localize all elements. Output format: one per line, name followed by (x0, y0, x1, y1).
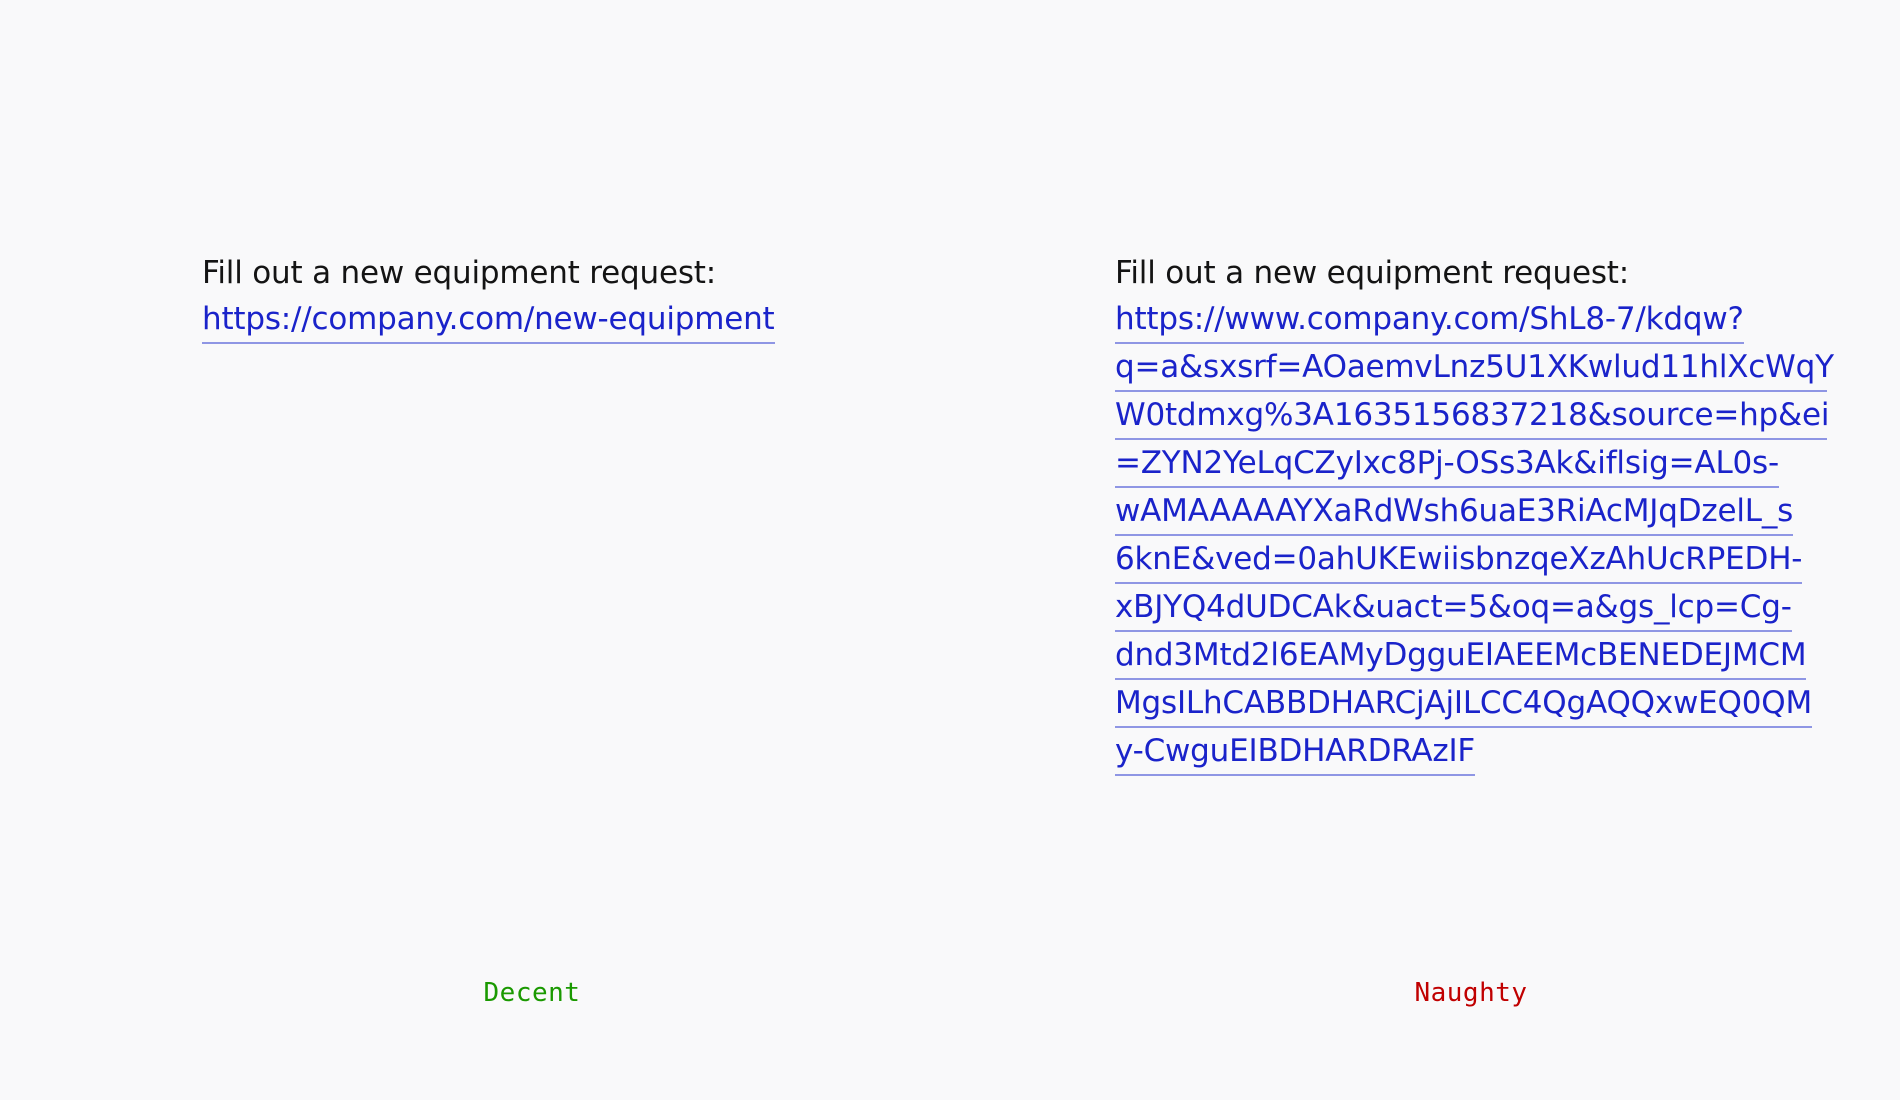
link-line: https://www.company.com/ShL8-7/kdqw? (1115, 296, 1744, 344)
link-line: q=a&sxsrf=AOaemvLnz5U1XKwlud11hlXcWqY (1115, 344, 1834, 392)
link-line: MgsILhCABBDHARCjAjILCC4QgAQQxwEQ0QM (1115, 680, 1812, 728)
link-line: xBJYQ4dUDCAk&uact=5&oq=a&gs_lcp=Cg- (1115, 584, 1792, 632)
link-line: dnd3Mtd2l6EAMyDgguEIAEEMcBENEDEJMCM (1115, 632, 1807, 680)
link-line: y-CwguEIBDHARDRAzIF (1115, 728, 1475, 776)
link-line: https://company.com/new-equipment (202, 296, 775, 344)
decent-example-column: Fill out a new equipment request: https:… (202, 250, 862, 344)
prompt-text-naughty: Fill out a new equipment request: (1115, 255, 1629, 291)
equipment-request-link-decent[interactable]: https://company.com/new-equipment (202, 296, 862, 344)
verdict-label-naughty: Naughty (1414, 978, 1528, 1008)
naughty-example-column: Fill out a new equipment request: https:… (1115, 250, 1834, 776)
equipment-request-link-naughty[interactable]: https://www.company.com/ShL8-7/kdqw? q=a… (1115, 296, 1834, 776)
link-line: 6knE&ved=0ahUKEwiisbnzqeXzAhUcRPEDH- (1115, 536, 1802, 584)
link-line: wAMAAAAAYXaRdWsh6uaE3RiAcMJqDzelL_s (1115, 488, 1793, 536)
link-line: =ZYN2YeLqCZyIxc8Pj-OSs3Ak&iflsig=AL0s- (1115, 440, 1779, 488)
link-line: W0tdmxg%3A1635156837218&source=hp&ei (1115, 392, 1829, 440)
verdict-label-decent: Decent (483, 978, 581, 1008)
prompt-text-decent: Fill out a new equipment request: (202, 255, 716, 291)
